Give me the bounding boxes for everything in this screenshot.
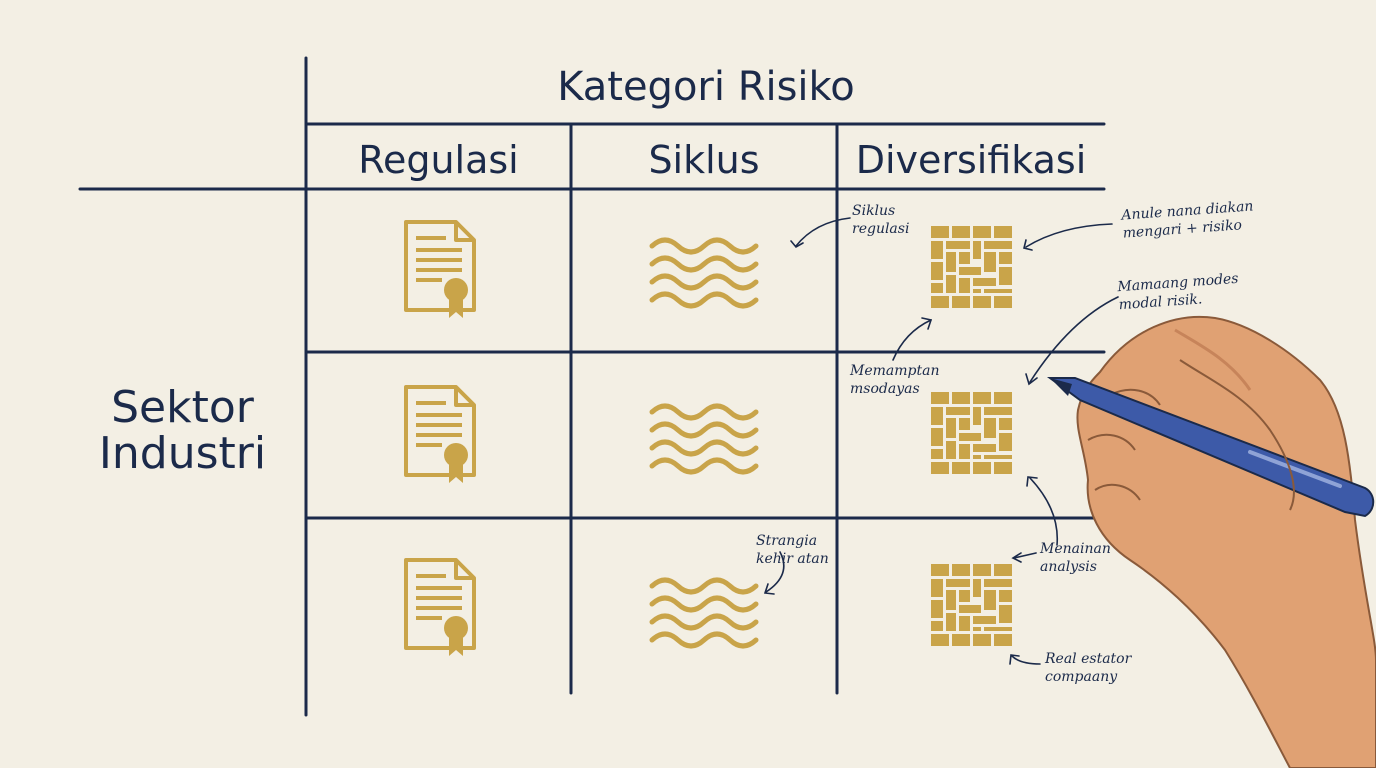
annotation-line: regulasi <box>852 221 910 237</box>
certificate-document-icon <box>404 558 476 658</box>
row-header-line-1: Sektor <box>111 382 254 433</box>
wave-lines-icon <box>652 240 756 306</box>
arrow-head-icon <box>763 583 775 595</box>
arrow-head-icon <box>1011 552 1022 563</box>
wave-lines-icon <box>652 580 756 646</box>
arrow-icon <box>1029 477 1059 546</box>
arrow-head-icon <box>1026 476 1038 487</box>
arrow-icon <box>1025 223 1113 248</box>
annotation-line: Memamptan <box>850 363 940 379</box>
annotation-arrows <box>763 217 1119 665</box>
annotation-real-estate: Real estator compaany <box>1045 650 1131 686</box>
tile-grid-icon <box>931 392 1013 474</box>
matrix-title: Kategori Risiko <box>557 64 855 110</box>
arrow-head-icon <box>1023 239 1033 251</box>
arrow-icon <box>765 551 785 593</box>
column-header-regulasi: Regulasi <box>358 138 519 182</box>
arrow-icon <box>1013 552 1037 559</box>
arrow-head-icon <box>790 240 804 249</box>
row-header-sektor-industri: Sektor Industri <box>80 385 285 477</box>
annotation-line: Menainan <box>1040 541 1111 557</box>
arrow-head-icon <box>921 317 933 330</box>
tile-grid-icon <box>931 226 1013 308</box>
annotation-siklus-regulasi: Siklus regulasi <box>852 202 909 238</box>
annotation-line: kehir atan <box>756 551 829 567</box>
annotation-line: compaany <box>1045 669 1118 685</box>
row-header-line-2: Industri <box>98 428 267 479</box>
annotation-line: analysis <box>1040 559 1097 575</box>
arrow-icon <box>795 217 851 247</box>
arrow-icon <box>1029 296 1119 383</box>
column-header-siklus: Siklus <box>648 138 760 182</box>
annotation-analysis: Menainan analysis <box>1040 540 1111 576</box>
annotation-memamptan: Memamptan msodayas <box>850 362 939 398</box>
annotation-line: Strangia <box>756 533 818 549</box>
wave-lines-icon <box>652 406 756 472</box>
annotation-line: Siklus <box>852 203 896 219</box>
arrow-head-icon <box>1009 654 1020 665</box>
arrow-icon <box>1011 655 1041 665</box>
annotation-line: msodayas <box>850 381 920 397</box>
annotation-strangia: Strangia kehir atan <box>756 532 829 568</box>
tile-grid-icon <box>931 564 1013 646</box>
arrow-icon <box>892 319 932 361</box>
column-header-diversifikasi: Diversifikasi <box>855 138 1087 182</box>
annotation-line: Real estator <box>1045 651 1132 667</box>
certificate-document-icon <box>404 220 476 320</box>
arrow-head-icon <box>1025 373 1038 386</box>
certificate-document-icon <box>404 385 476 485</box>
